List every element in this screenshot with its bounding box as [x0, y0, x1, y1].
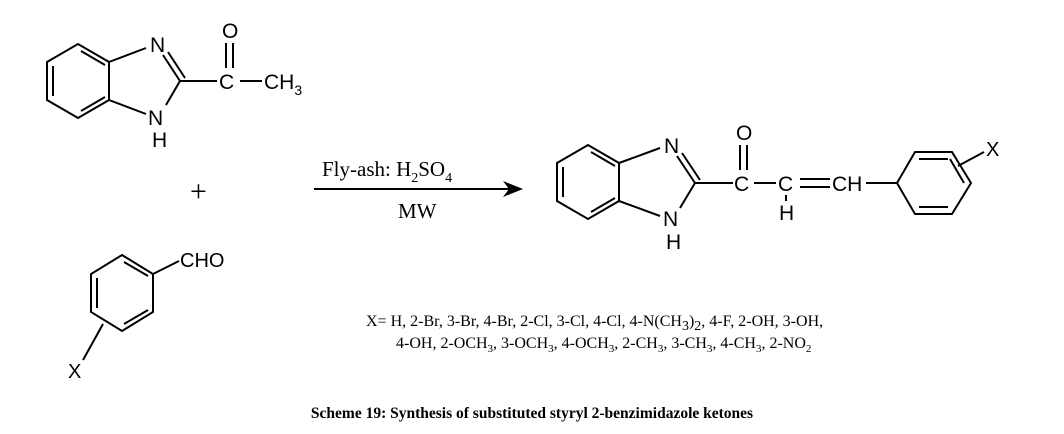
benzene-ring-reactant2 [90, 253, 154, 333]
subst-l2-s3: 3 [609, 343, 615, 355]
benzene-ring-product [556, 143, 620, 221]
subst-l1-c: , 4-F, 2-OH, 3-OH, [701, 313, 823, 330]
atom-n-reactant1: N [150, 34, 165, 57]
subst-l1-b: ) [689, 313, 694, 330]
atom-h-reactant1: H [152, 129, 167, 152]
reactant-benzaldehyde: CHO X [68, 250, 224, 383]
subst-l1-a: X= H, 2-Br, 3-Br, 4-Br, 2-Cl, 3-Cl, 4-Cl… [366, 313, 682, 330]
atom-carbonyl-c-reactant1: C [219, 71, 234, 94]
atom-alpha-h-product: H [779, 202, 794, 225]
imidazole-ring-reactant1 [108, 47, 186, 115]
atom-carbonyl-o-reactant1: O [222, 20, 238, 43]
subst-l1-s2: 2 [694, 319, 701, 334]
atom-h-product: H [666, 231, 681, 254]
plus-sign: + [190, 175, 207, 208]
benzene-ring-reactant1 [46, 42, 110, 120]
methyl-subscript: 3 [294, 82, 302, 98]
subst-l2-s6: 3 [756, 343, 762, 355]
atom-beta-ch-product: CH [832, 173, 862, 196]
subst-l2-a: 4-OH, 2-OCH [396, 335, 488, 352]
subst-l2-s2: 3 [548, 343, 554, 355]
bond-ring-x-product [957, 151, 985, 167]
subst-l2-s5: 3 [707, 343, 713, 355]
atom-carbonyl-c-product: C [734, 173, 749, 196]
condition-sub2: 4 [445, 171, 452, 186]
scheme-caption: Scheme 19: Synthesis of substituted styr… [311, 405, 753, 422]
methyl-label: CH [264, 71, 294, 94]
subst-l2-s4: 3 [658, 343, 664, 355]
bond-ring-x-reactant2 [82, 323, 104, 361]
atom-x-product: X [986, 139, 999, 161]
ring-double-bond-3 [123, 309, 149, 325]
substituent-line-2: 4-OH, 2-OCH3, 3-OCH3, 4-OCH3, 2-CH3, 3-C… [396, 335, 811, 355]
atom-n-product: N [664, 135, 679, 158]
atom-nh-reactant1: N [148, 107, 163, 130]
atom-nh-product: N [663, 208, 678, 231]
product-styryl-ketone: N N H C O C H CH X [556, 122, 999, 254]
reaction-arrow-group: Fly-ash: H2SO4 MW [314, 157, 523, 223]
reactant-acetylbenzimidazole: N N H C O CH3 [46, 20, 302, 152]
subst-l2-g: , 2-NO [761, 335, 805, 352]
atom-cho: CHO [180, 250, 224, 272]
imidazole-ring-product [618, 147, 701, 217]
reaction-arrow-head [503, 181, 523, 197]
subst-l2-s1: 3 [488, 343, 494, 355]
condition-sub1: 2 [411, 171, 418, 186]
subst-l2-f: , 4-CH [712, 335, 756, 352]
subst-l2-s7: 2 [806, 343, 812, 355]
substituent-list: X= H, 2-Br, 3-Br, 4-Br, 2-Cl, 3-Cl, 4-Cl… [366, 313, 823, 355]
subst-l2-d: , 2-CH [614, 335, 658, 352]
phenyl-ring-product [895, 151, 973, 215]
bond-ring-cho [152, 260, 180, 275]
atom-methyl-reactant1: CH3 [264, 71, 302, 98]
subst-l2-b: , 3-OCH [493, 335, 549, 352]
atom-x-reactant2: X [68, 361, 81, 383]
subst-l2-e: , 3-CH [663, 335, 707, 352]
subst-l2-c: , 4-OCH [554, 335, 610, 352]
condition-reagent-mid: SO [418, 157, 445, 181]
atom-alpha-c-product: C [778, 173, 793, 196]
condition-reagent: Fly-ash: H [322, 157, 411, 181]
condition-above: Fly-ash: H2SO4 [322, 157, 452, 186]
substituent-line-1: X= H, 2-Br, 3-Br, 4-Br, 2-Cl, 3-Cl, 4-Cl… [366, 313, 823, 334]
condition-below: MW [398, 199, 437, 223]
ring-double-bond-2 [123, 261, 149, 277]
atom-carbonyl-o-product: O [736, 122, 752, 145]
subst-l1-s1: 3 [682, 319, 689, 334]
